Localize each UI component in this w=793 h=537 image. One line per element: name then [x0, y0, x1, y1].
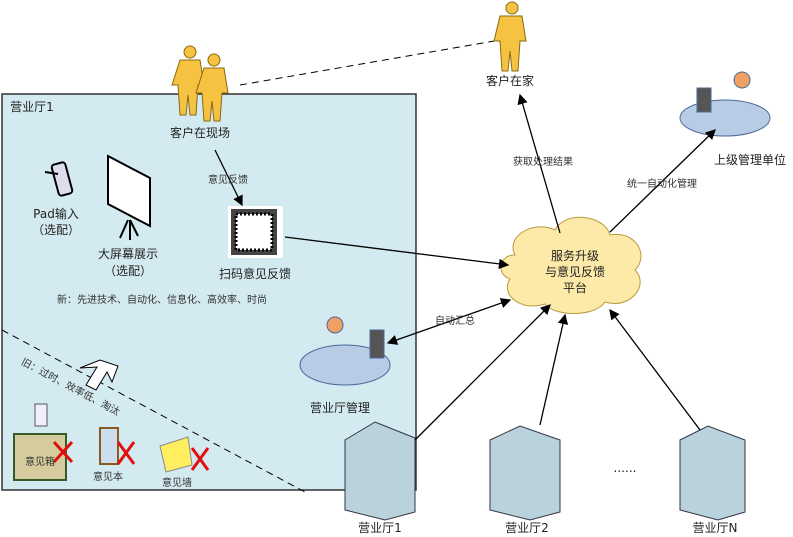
- unified-label: 统一自动化管理: [627, 179, 697, 190]
- notebook-icon: [99, 427, 119, 465]
- desk-icon: [299, 71, 771, 386]
- qr-label: 扫码意见反馈: [218, 267, 292, 281]
- book-label: 意见本: [93, 472, 123, 483]
- pad-optional: （选配）: [31, 223, 81, 237]
- screen-label: 大屏幕展示: [97, 247, 159, 261]
- ellipsis: ......: [613, 461, 637, 475]
- platform-line: 服务升级: [550, 249, 600, 263]
- platform-line: 平台: [562, 281, 588, 295]
- screen-optional: （选配）: [103, 264, 153, 278]
- new-text: 新：先进技术、自动化、信息化、高效率、时尚: [57, 295, 267, 306]
- get-result-label: 获取处理结果: [513, 157, 573, 168]
- hall-mgmt-label: 营业厅管理: [309, 401, 371, 415]
- customer-home-label: 客户在家: [485, 74, 535, 88]
- building-n-label: 营业厅N: [692, 521, 738, 535]
- divider-line: [1, 329, 306, 493]
- building-icon: [344, 421, 746, 521]
- arrows: [214, 93, 716, 441]
- cross-icon: [52, 440, 210, 471]
- box-label: 意见箱: [25, 457, 55, 468]
- qr-code-icon: [228, 206, 283, 258]
- building-2-label: 营业厅2: [505, 521, 549, 535]
- wall-label: 意见墙: [162, 478, 192, 489]
- person-icon: [171, 1, 527, 122]
- upper-label: 上级管理单位: [713, 153, 787, 167]
- hall-title: 营业厅1: [10, 100, 54, 114]
- pad-icon: [44, 161, 74, 197]
- platform-line: 与意见反馈: [544, 265, 606, 279]
- pad-label: Pad输入: [33, 207, 79, 221]
- auto-sum-label: 自动汇总: [435, 316, 475, 327]
- home-link: [239, 39, 501, 86]
- platform-label: 服务升级与意见反馈平台: [545, 248, 605, 296]
- suggestion-box-icon: [13, 403, 67, 481]
- sticky-note-icon: [159, 436, 193, 473]
- hall-panel: [1, 93, 417, 491]
- building-1-label: 营业厅1: [358, 521, 402, 535]
- arrow-up-icon: [79, 359, 119, 391]
- customer-onsite-label: 客户在现场: [169, 126, 231, 140]
- feedback-edge-label: 意见反馈: [208, 175, 248, 186]
- projector-screen-icon: [107, 154, 151, 240]
